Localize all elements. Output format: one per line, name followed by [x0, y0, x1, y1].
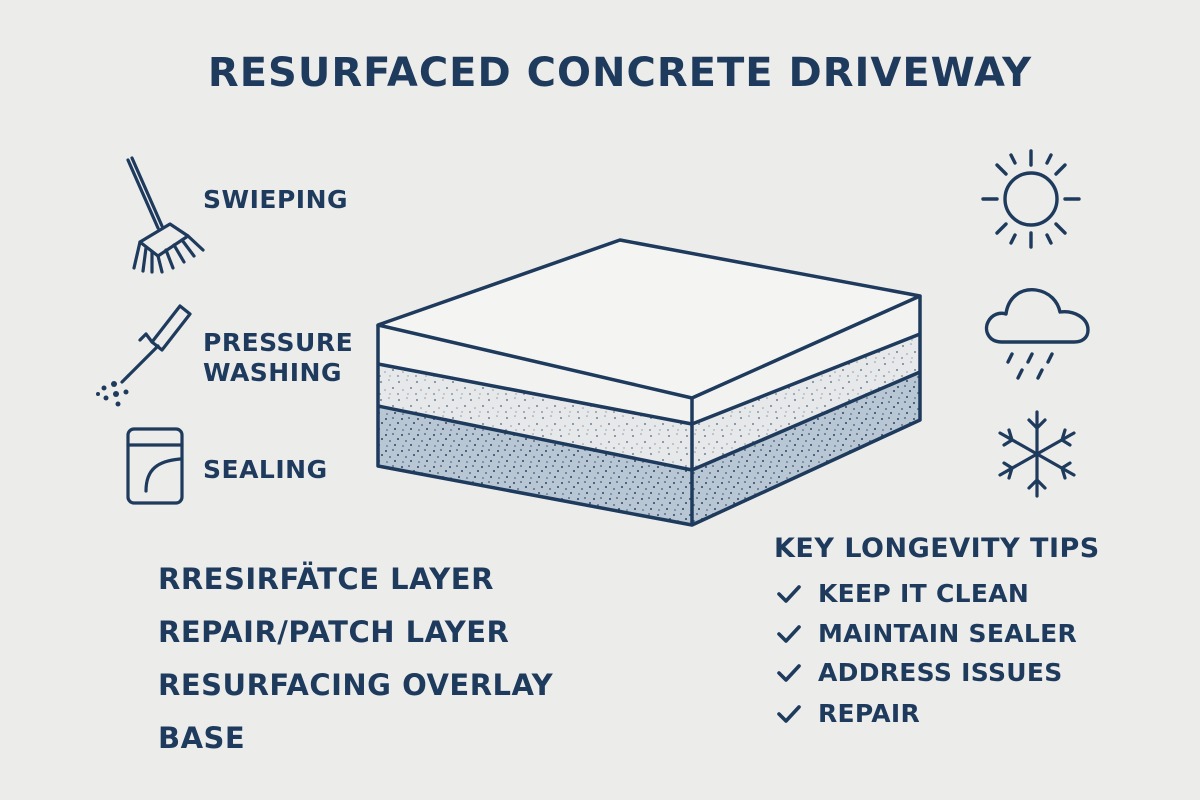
pressure-washer-icon [96, 304, 192, 407]
broom-icon [126, 156, 205, 274]
tip-label: ADDRESS ISSUES [818, 658, 1063, 687]
snowflake-icon [998, 410, 1076, 498]
concrete-slab-diagram [376, 238, 922, 527]
tip-item: KEEP IT CLEAN [776, 579, 1029, 608]
layer-label-overlay: RESURFACING OVERLAY [158, 668, 554, 702]
side-top-layer [692, 296, 920, 424]
page-title: RESURFACED CONCRETE DRIVEWAY [207, 50, 1033, 96]
checkmark-icon [777, 584, 801, 603]
front-top-layer [378, 325, 692, 424]
layer-label-base: BASE [158, 721, 246, 755]
tips-heading: KEY LONGEVITY TIPS [774, 533, 1100, 564]
tip-item: REPAIR [776, 699, 920, 728]
layer-labels: RRESIRFÄTCE LAYER REPAIR/PATCH LAYER RES… [158, 562, 553, 774]
sweeping-label: SWIEPING [203, 185, 349, 214]
tip-item: ADDRESS ISSUES [776, 658, 1063, 687]
checkmark-icon [777, 624, 801, 643]
tip-item: MAINTAIN SEALER [776, 619, 1077, 648]
sealing-label: SEALING [203, 455, 328, 484]
pressure-washing-label-line1: PRESSURE [203, 328, 354, 357]
pressure-washing-label: PRESSURE WASHING [203, 328, 353, 388]
tip-label: KEEP IT CLEAN [818, 579, 1030, 608]
layer-label-repair: REPAIR/PATCH LAYER [158, 615, 510, 649]
sealer-can-icon [126, 427, 184, 505]
pressure-washing-label-line2: WASHING [203, 358, 342, 387]
checkmark-icon [777, 663, 801, 682]
checkmark-icon [777, 704, 801, 723]
rain-cloud-icon [984, 288, 1090, 380]
layer-label-surface: RRESIRFÄTCE LAYER [158, 562, 494, 596]
tip-label: MAINTAIN SEALER [818, 619, 1078, 648]
tip-label: REPAIR [818, 699, 921, 728]
sun-icon [981, 149, 1081, 249]
slab-top-face [378, 240, 920, 398]
